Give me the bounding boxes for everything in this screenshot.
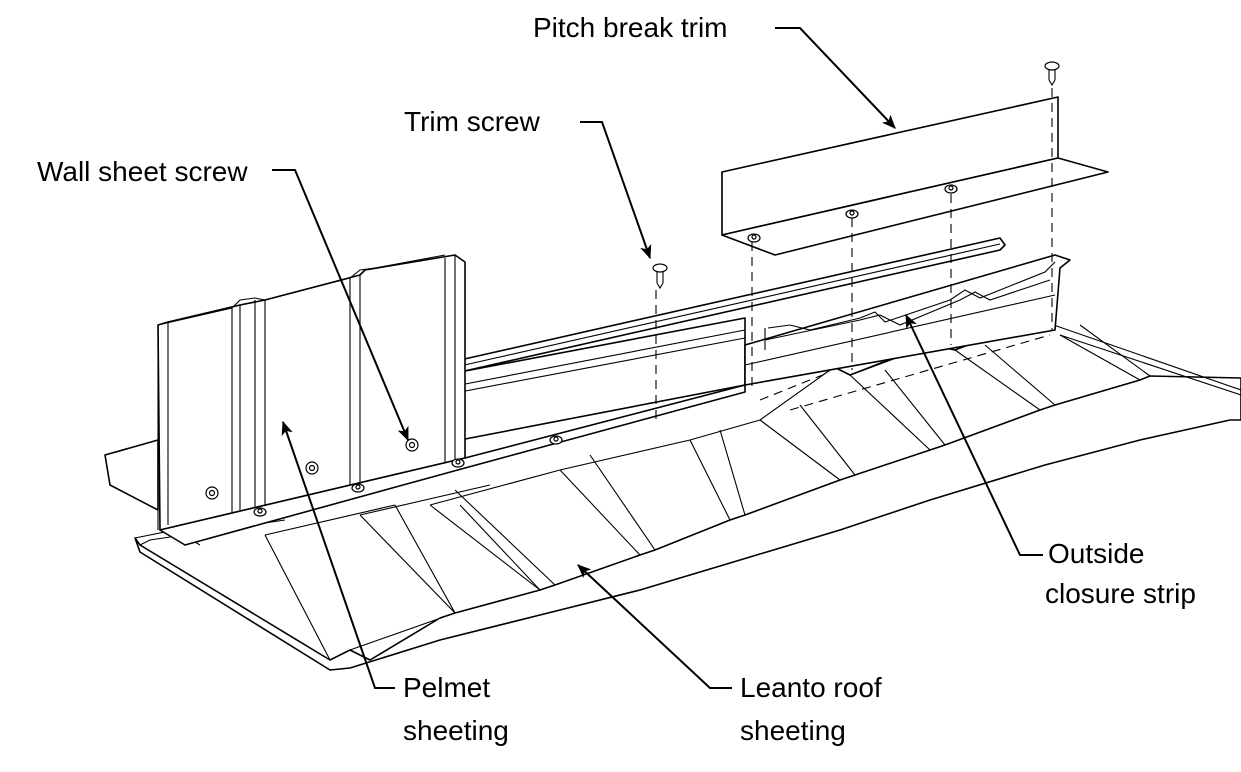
screws <box>205 61 1060 517</box>
label-pitch-break-trim: Pitch break trim <box>533 12 728 43</box>
screw-icon <box>944 184 958 194</box>
screw-icon <box>845 209 859 219</box>
label-pelmet-sheeting: Pelmet sheeting <box>403 672 509 746</box>
screw-icon <box>305 461 319 475</box>
leader-lines <box>272 27 1043 689</box>
labels: Pitch break trim Trim screw Wall sheet s… <box>37 12 1196 746</box>
screw-icon <box>205 486 219 500</box>
pitch-break-trim <box>721 96 1109 256</box>
screw-icon <box>1044 61 1060 87</box>
label-wall-sheet-screw: Wall sheet screw <box>37 156 248 187</box>
screw-icon <box>652 263 668 290</box>
alignment-lines <box>655 88 1053 420</box>
screw-icon <box>405 438 419 452</box>
screw-icon <box>451 458 465 468</box>
screw-icon <box>549 435 563 445</box>
screw-icon <box>253 507 267 517</box>
label-leanto-roof-sheeting: Leanto roof sheeting <box>740 672 889 746</box>
screw-icon <box>351 483 365 493</box>
screw-icon <box>747 233 761 243</box>
label-outside-closure-strip: Outside closure strip <box>1045 538 1196 609</box>
label-trim-screw: Trim screw <box>404 106 541 137</box>
